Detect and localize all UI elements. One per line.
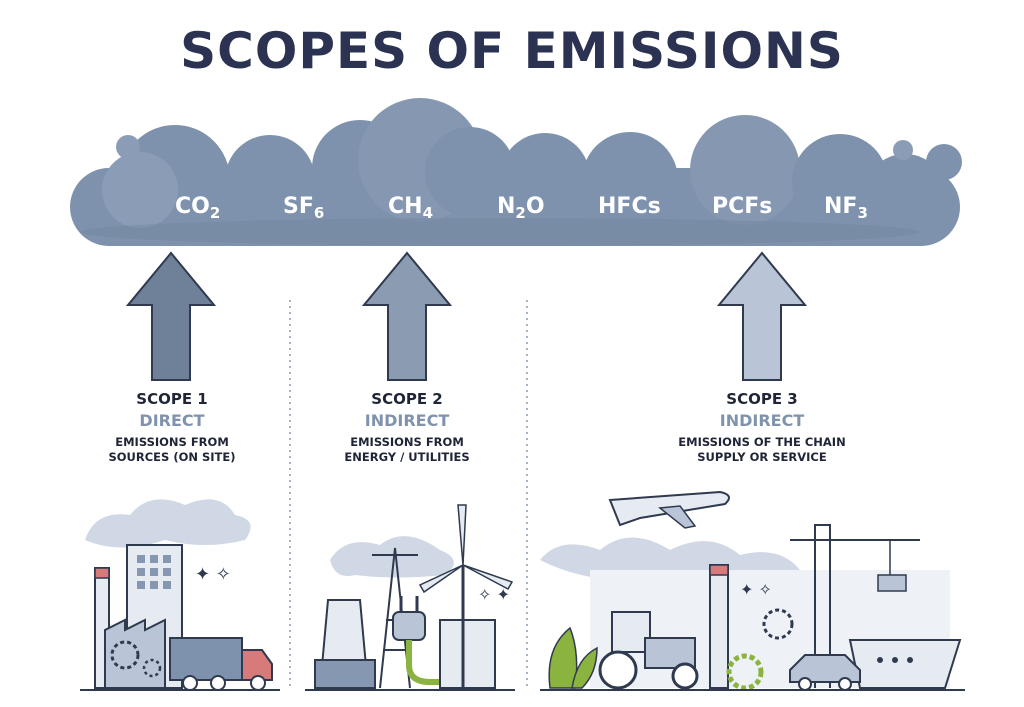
gas-n2o: N2O	[497, 194, 545, 222]
svg-text:✦ ✧: ✦ ✧	[740, 580, 772, 599]
svg-text:✦ ✧: ✦ ✧	[195, 564, 231, 585]
factory-illustration: ✦ ✧	[80, 499, 280, 691]
scope-3-description: EMISSIONS OF THE CHAIN SUPPLY OR SERVICE	[650, 435, 874, 465]
scope-3-desc-line-2: SUPPLY OR SERVICE	[697, 450, 827, 464]
scope-2-description: EMISSIONS FROM ENERGY / UTILITIES	[315, 435, 499, 465]
scope-1-block: SCOPE 1 DIRECT EMISSIONS FROM SOURCES (O…	[80, 390, 264, 465]
scope-2-label: SCOPE 2	[371, 390, 443, 408]
gas-nf3: NF3	[824, 194, 868, 222]
scope-1-label: SCOPE 1	[136, 390, 208, 408]
emissions-cloud	[70, 98, 962, 246]
gas-ch4: CH4	[388, 194, 433, 222]
scope-1-desc-line-2: SOURCES (ON SITE)	[108, 450, 236, 464]
scope-2-arrow	[361, 251, 453, 381]
scope-3-block: SCOPE 3 INDIRECT EMISSIONS OF THE CHAIN …	[650, 390, 874, 465]
scope-1-desc-line-1: EMISSIONS FROM	[115, 435, 229, 449]
scope-1-description: EMISSIONS FROM SOURCES (ON SITE)	[80, 435, 264, 465]
scope-3-label: SCOPE 3	[726, 390, 798, 408]
scope-2-desc-line-1: EMISSIONS FROM	[350, 435, 464, 449]
energy-illustration: ✧ ✦	[305, 504, 515, 691]
page-title: SCOPES OF EMISSIONS	[180, 22, 844, 80]
svg-text:✧ ✦: ✧ ✦	[478, 585, 510, 604]
gas-sf6: SF6	[283, 194, 324, 222]
scope-3-arrow	[716, 251, 808, 381]
scope-2-desc-line-2: ENERGY / UTILITIES	[344, 450, 470, 464]
gas-hfcs: HFCs	[598, 194, 661, 219]
scope-1-type: DIRECT	[139, 411, 205, 430]
scope-3-desc-line-1: EMISSIONS OF THE CHAIN	[678, 435, 846, 449]
scope-1-arrow	[125, 251, 217, 381]
gas-pcfs: PCFs	[712, 194, 772, 219]
scope-3-type: INDIRECT	[719, 411, 805, 430]
supply-chain-illustration: ✦ ✧	[540, 490, 965, 691]
scope-2-type: INDIRECT	[364, 411, 450, 430]
scope-2-block: SCOPE 2 INDIRECT EMISSIONS FROM ENERGY /…	[315, 390, 499, 465]
gas-co2: CO2	[175, 194, 220, 222]
gas-labels: CO2 SF6 CH4 N2O HFCs PCFs NF3	[175, 194, 868, 222]
